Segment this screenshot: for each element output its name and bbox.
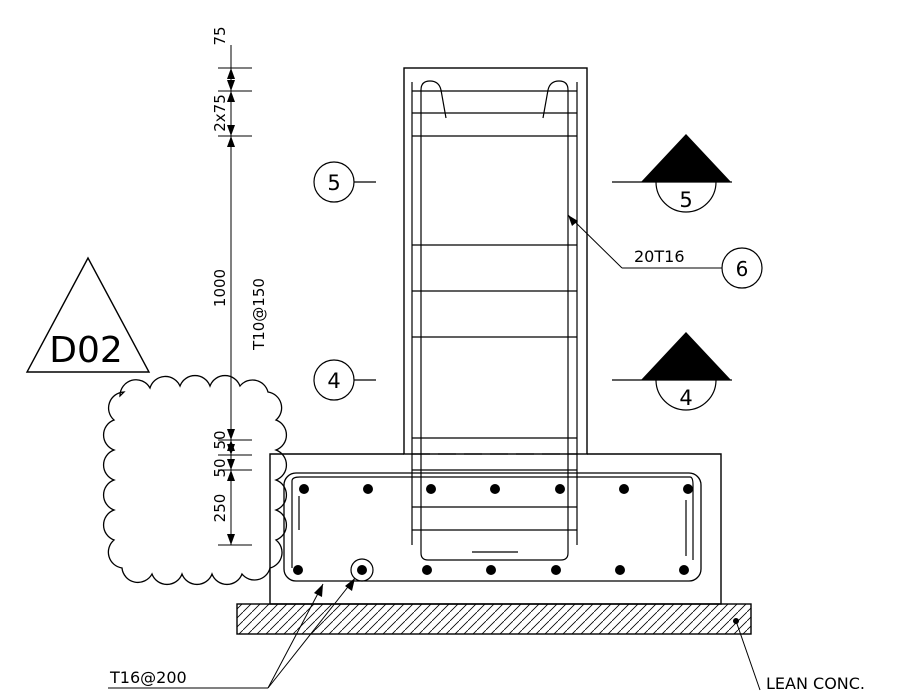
vertical-bar-label: T10@150 — [250, 278, 268, 351]
main-bars-tag: 6 — [736, 257, 749, 281]
dimension-chain: 75 2x75 1000 50 50 250 T10@150 — [211, 26, 268, 546]
column-ties — [412, 90, 577, 439]
lean-concrete-slab — [236, 603, 752, 635]
svg-text:5: 5 — [679, 188, 692, 212]
footing-bar-loop-outer — [283, 472, 702, 582]
section-marker-5: 5 5 — [313, 134, 732, 213]
column-outline — [403, 67, 588, 455]
lean-concrete-label: LEAN CONC. — [766, 674, 865, 693]
svg-text:5: 5 — [327, 171, 340, 195]
dim-50-lower: 50 — [211, 458, 229, 477]
section-marker-4: 4 4 — [313, 332, 732, 411]
svg-text:4: 4 — [327, 369, 340, 393]
dim-1000: 1000 — [211, 269, 229, 307]
base-bars-callout: T16@200 — [108, 577, 356, 689]
revision-cloud — [102, 374, 288, 586]
main-bars-tag-circle — [721, 247, 763, 289]
dim-50-upper: 50 — [211, 430, 229, 449]
dim-250: 250 — [211, 494, 229, 523]
bar-callout-circle — [350, 558, 374, 582]
column — [403, 67, 588, 561]
main-bars-label: 20T16 — [634, 247, 685, 266]
footing — [269, 453, 722, 605]
main-bars-callout: 20T16 6 — [567, 214, 763, 289]
lean-concrete: LEAN CONC. — [236, 603, 865, 693]
base-bars-label: T16@200 — [109, 668, 187, 687]
dim-2x75: 2x75 — [211, 94, 229, 132]
footing-top-bars — [299, 484, 693, 494]
svg-text:4: 4 — [679, 386, 692, 410]
dim-75: 75 — [211, 26, 229, 45]
detail-tag-triangle — [25, 256, 151, 373]
footing-bottom-bars — [293, 565, 689, 575]
detail-tag-label: D02 — [49, 330, 123, 371]
detail-tag: D02 — [25, 256, 151, 373]
